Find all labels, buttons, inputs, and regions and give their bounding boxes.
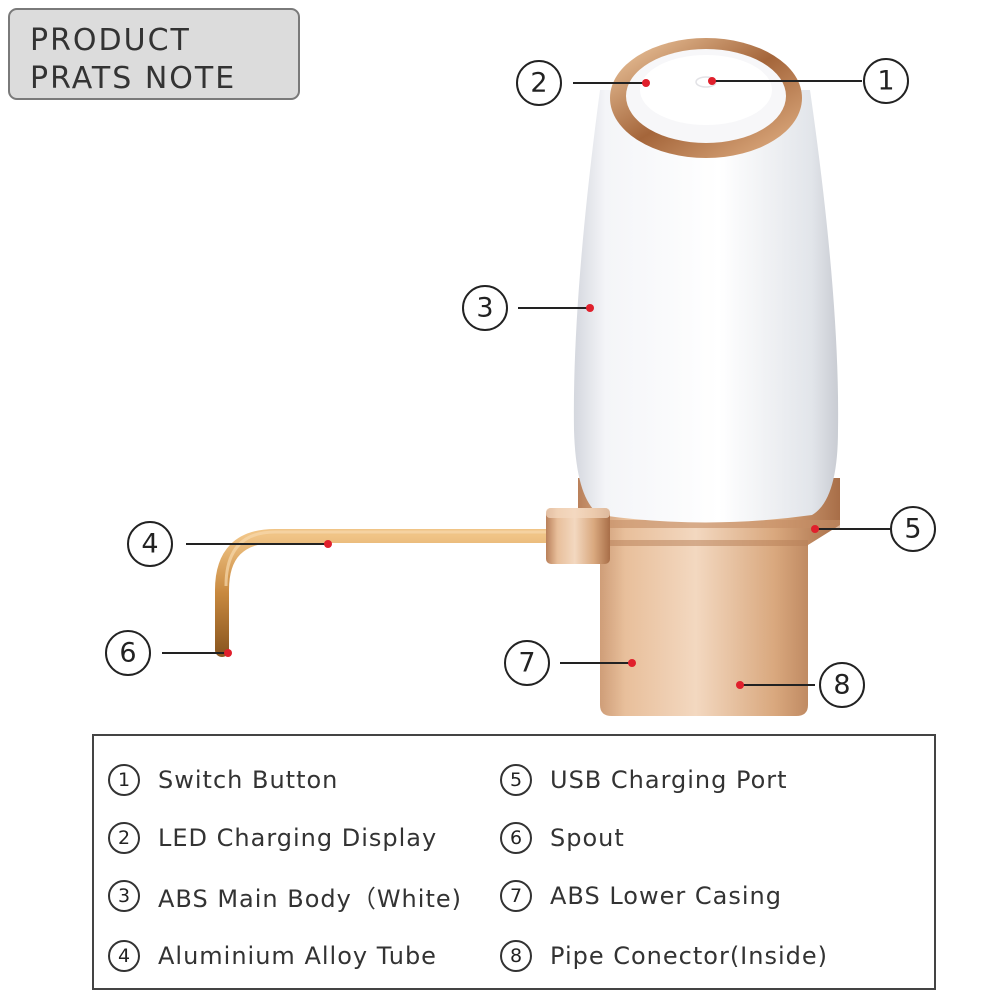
title-line-2: PRATS NOTE xyxy=(30,61,237,96)
legend-number: 7 xyxy=(500,880,532,912)
main-body xyxy=(573,90,839,523)
top-cap xyxy=(610,38,802,158)
legend-number: 3 xyxy=(108,880,140,912)
legend-label: Spout xyxy=(550,824,625,852)
legend-label: ABS Main Body（White) xyxy=(158,884,462,913)
legend-number: 6 xyxy=(500,822,532,854)
legend-number: 5 xyxy=(500,764,532,796)
legend-number: 2 xyxy=(108,822,140,854)
callout-8-number: 8 xyxy=(833,670,850,701)
callout-3: 3 xyxy=(462,285,508,331)
callout-3-number: 3 xyxy=(476,293,493,324)
lower-casing xyxy=(578,478,840,716)
marker-4 xyxy=(324,540,332,548)
callout-7: 7 xyxy=(504,640,550,686)
title-line-1: PRODUCT xyxy=(30,23,191,58)
callout-6-number: 6 xyxy=(119,638,136,669)
marker-8 xyxy=(736,681,744,689)
callout-5-number: 5 xyxy=(904,514,921,545)
marker-6 xyxy=(224,649,232,657)
callout-1: 1 xyxy=(863,58,909,104)
product-parts-title: PRODUCT PRATS NOTE xyxy=(8,8,300,100)
callout-6: 6 xyxy=(105,630,151,676)
callout-5: 5 xyxy=(890,506,936,552)
pipe-connector xyxy=(546,508,610,564)
callout-4-number: 4 xyxy=(141,529,158,560)
legend-item-1: 1 Switch Button xyxy=(108,760,338,800)
marker-1 xyxy=(708,77,716,85)
product-diagram: 1 2 3 4 5 6 7 8 xyxy=(105,38,936,716)
callout-2-number: 2 xyxy=(530,68,547,99)
marker-7 xyxy=(628,659,636,667)
callout-1-number: 1 xyxy=(877,66,894,97)
callout-8: 8 xyxy=(819,662,865,708)
legend-label: USB Charging Port xyxy=(550,766,788,794)
legend-number: 8 xyxy=(500,940,532,972)
legend-item-4: 4 Aluminium Alloy Tube xyxy=(108,936,437,976)
legend-number: 1 xyxy=(108,764,140,796)
legend-item-5: 5 USB Charging Port xyxy=(500,760,788,800)
leader-lines xyxy=(162,80,890,686)
legend-label: ABS Lower Casing xyxy=(550,882,782,910)
part-markers xyxy=(224,77,819,689)
marker-5 xyxy=(811,525,819,533)
legend-item-3: 3 ABS Main Body（White) xyxy=(108,876,462,916)
legend-item-8: 8 Pipe Conector(Inside) xyxy=(500,936,828,976)
legend-item-6: 6 Spout xyxy=(500,818,625,858)
legend-label: Pipe Conector(Inside) xyxy=(550,942,829,970)
parts-legend: 1 Switch Button 2 LED Charging Display 3… xyxy=(92,734,936,990)
legend-label: LED Charging Display xyxy=(158,824,438,852)
marker-3 xyxy=(586,304,594,312)
legend-number: 4 xyxy=(108,940,140,972)
legend-item-2: 2 LED Charging Display xyxy=(108,818,437,858)
marker-2 xyxy=(642,79,650,87)
legend-label: Switch Button xyxy=(158,766,339,794)
legend-label: Aluminium Alloy Tube xyxy=(158,942,437,970)
callout-7-number: 7 xyxy=(518,648,535,679)
callout-2: 2 xyxy=(516,60,562,106)
callout-4: 4 xyxy=(127,521,173,567)
legend-item-7: 7 ABS Lower Casing xyxy=(500,876,782,916)
aluminium-tube xyxy=(215,529,562,657)
